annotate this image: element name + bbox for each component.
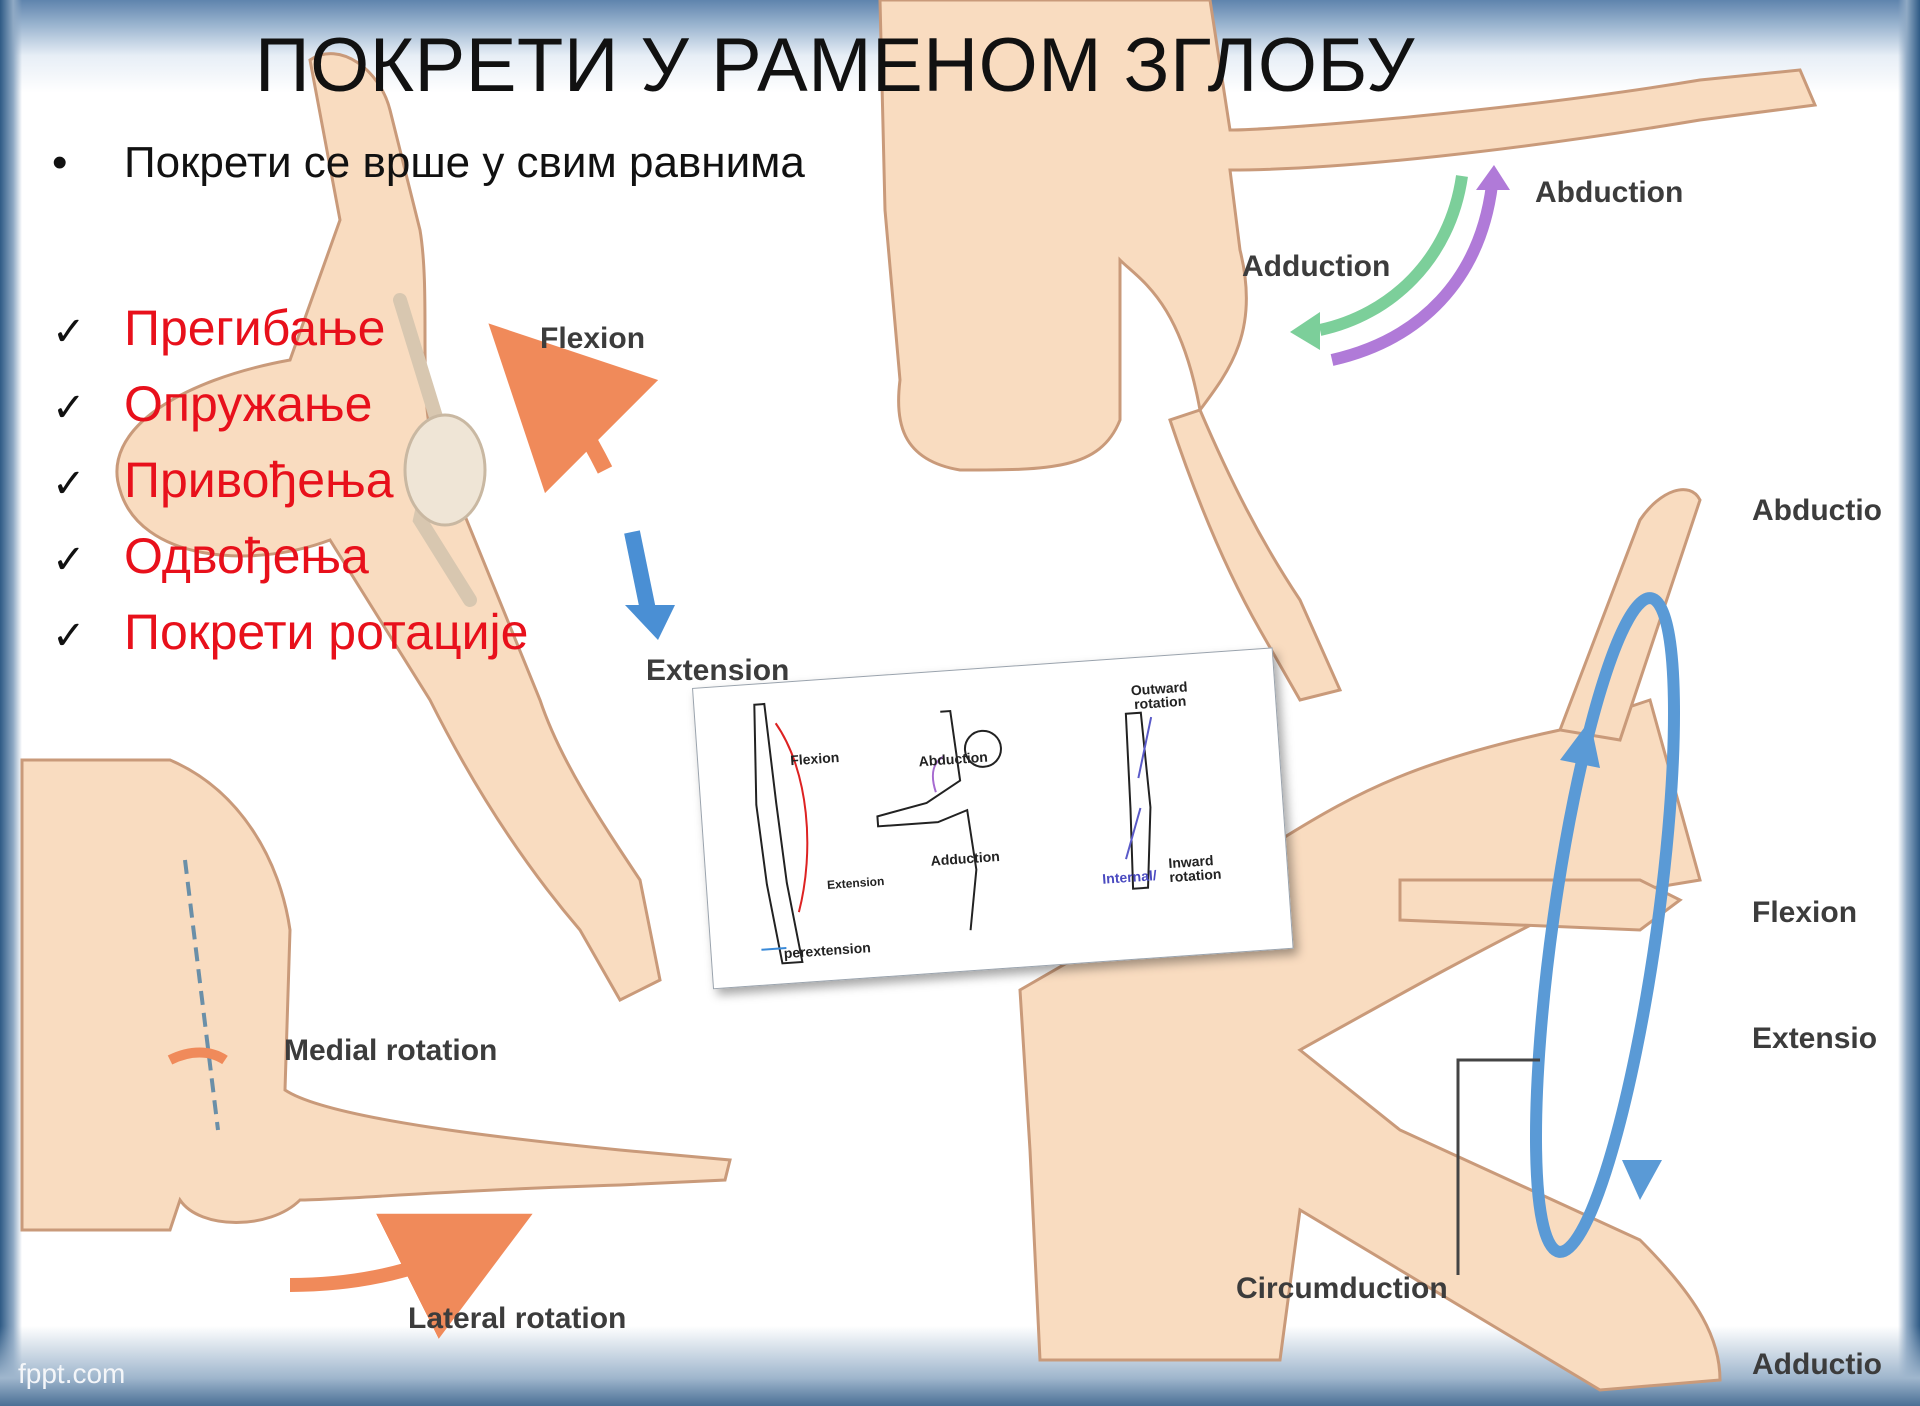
- label-adduction-top: Adduction: [1242, 250, 1390, 284]
- checkmark-icon: ✓: [52, 446, 124, 522]
- checklist-item-label: Опружање: [124, 376, 372, 432]
- checklist-item-label: Одвођења: [124, 528, 369, 584]
- intro-bullet: •Покрети се врше у свим равнима: [52, 138, 805, 188]
- checkmark-icon: ✓: [52, 522, 124, 598]
- slide-title: ПОКРЕТИ У РАМЕНОМ ЗГЛОБУ: [255, 22, 1415, 109]
- inset-label-inward-rotation: Inward rotation: [1168, 852, 1230, 884]
- checklist-item: ✓Прегибање: [52, 290, 528, 366]
- inset-flexion-figure: [749, 703, 802, 965]
- inset-label-outward-rotation: Outward rotation: [1124, 679, 1196, 712]
- checklist-item-label: Покрети ротације: [124, 604, 528, 660]
- label-lateral-rotation: Lateral rotation: [408, 1302, 626, 1336]
- checklist-item: ✓Покрети ротације: [52, 594, 528, 670]
- inset-outward-arrow: [1134, 717, 1155, 778]
- label-adduction-right: Adductio: [1752, 1348, 1882, 1382]
- adduction-arrowhead: [1290, 312, 1320, 350]
- label-flexion-top: Flexion: [540, 322, 645, 356]
- label-abduction-top: Abduction: [1535, 176, 1683, 210]
- abduction-arrowhead: [1476, 165, 1510, 190]
- extension-arrowhead: [625, 605, 675, 640]
- inset-diagram: Flexion Extension perextension Abduction…: [692, 647, 1294, 989]
- inset-sketches: [693, 648, 1293, 988]
- checklist-item-label: Привођења: [124, 452, 394, 508]
- rotation-figure: [22, 760, 730, 1285]
- inset-rotation-figure: [1121, 713, 1156, 889]
- lateral-rotation-arrow: [290, 1245, 470, 1285]
- circumduction-arrowhead-down: [1622, 1160, 1662, 1200]
- checklist-item: ✓Опружање: [52, 366, 528, 442]
- bullet-dot-icon: •: [52, 138, 124, 188]
- checkmark-icon: ✓: [52, 370, 124, 446]
- intro-text: Покрети се врше у свим равнима: [124, 138, 805, 187]
- label-extension-right: Extensio: [1752, 1022, 1877, 1056]
- label-medial-rotation: Medial rotation: [284, 1034, 497, 1068]
- checklist-item: ✓Привођења: [52, 442, 528, 518]
- inset-inward-arrow: [1123, 808, 1144, 859]
- inset-abduction-figure: [870, 710, 980, 936]
- flexion-arrow: [545, 380, 605, 470]
- checklist-item: ✓Одвођења: [52, 518, 528, 594]
- inset-label-flexion: Flexion: [790, 749, 840, 768]
- label-flexion-right: Flexion: [1752, 896, 1857, 930]
- movement-checklist: ✓Прегибање ✓Опружање ✓Привођења ✓Одвођењ…: [52, 290, 528, 670]
- forward-arm: [1400, 880, 1680, 930]
- label-abduction-right: Abductio: [1752, 494, 1882, 528]
- extension-arrow: [632, 532, 648, 610]
- watermark: fppt.com: [18, 1358, 125, 1390]
- checkmark-icon: ✓: [52, 598, 124, 674]
- checkmark-icon: ✓: [52, 294, 124, 370]
- label-circumduction: Circumduction: [1236, 1272, 1448, 1306]
- checklist-item-label: Прегибање: [124, 300, 385, 356]
